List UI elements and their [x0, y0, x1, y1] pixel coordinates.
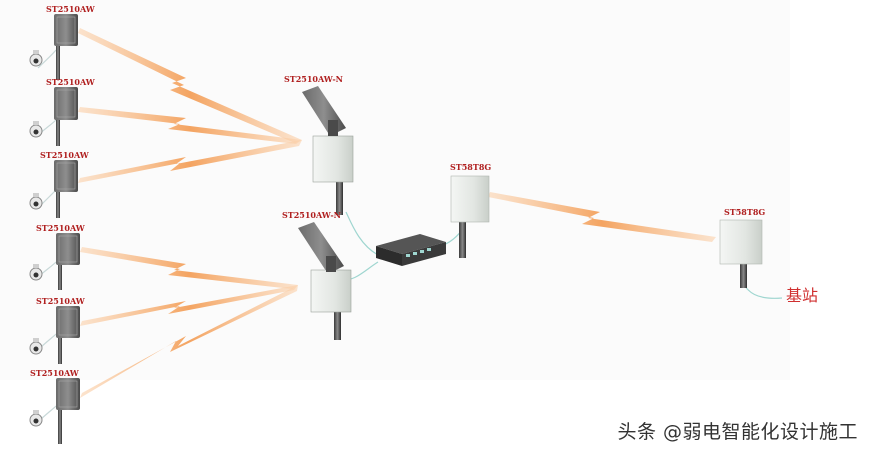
outdoor-antenna — [56, 233, 80, 265]
aggregator-label: ST2510AW-N — [284, 74, 343, 84]
wireless-beams — [78, 28, 716, 398]
client-label: ST2510AW — [36, 296, 86, 306]
wireless-link — [80, 285, 298, 398]
base-station-label: 基站 — [786, 286, 818, 305]
client-unit-4: ST2510AW — [29, 223, 86, 290]
pole — [459, 220, 466, 258]
bridge-near-unit: ST58T8G — [450, 162, 491, 258]
pole — [58, 262, 62, 290]
client-unit-3: ST2510AW — [29, 150, 90, 218]
client-unit-1: ST2510AW — [29, 4, 96, 80]
switch-device — [376, 234, 446, 266]
client-label: ST2510AW — [40, 150, 90, 160]
client-unit-2: ST2510AW — [29, 77, 96, 146]
outdoor-antenna — [54, 14, 78, 46]
client-label: ST2510AW — [46, 4, 96, 14]
aggregator-unit-2: ST2510AW-N — [282, 210, 352, 340]
bridge-far-unit: ST58T8G — [719, 207, 765, 288]
client-unit-6: ST2510AW — [29, 368, 80, 444]
wireless-link — [78, 140, 302, 183]
radio-unit — [312, 135, 354, 183]
pole — [334, 304, 341, 340]
radio-unit — [310, 269, 352, 313]
watermark: 头条 @弱电智能化设计施工 — [617, 421, 858, 443]
client-unit-5: ST2510AW — [29, 296, 86, 364]
outdoor-antenna — [56, 378, 80, 410]
wireless-link — [80, 285, 298, 326]
panel-antenna — [719, 219, 763, 265]
wireless-link — [488, 192, 716, 242]
wireless-link — [78, 28, 302, 143]
pole — [58, 408, 62, 444]
diagram-background — [0, 0, 790, 380]
outdoor-antenna — [54, 160, 78, 192]
pole — [56, 118, 60, 146]
wireless-link — [80, 247, 298, 289]
pole — [336, 175, 343, 215]
pole — [56, 190, 60, 218]
aggregator-unit-1: ST2510AW-N — [284, 74, 354, 215]
pole — [740, 262, 747, 288]
outdoor-antenna — [54, 87, 78, 120]
wireless-link — [78, 107, 302, 144]
bridge-far-label: ST58T8G — [724, 207, 765, 217]
bridge-near-label: ST58T8G — [450, 162, 491, 172]
pole — [58, 336, 62, 364]
panel-antenna — [450, 175, 490, 223]
outdoor-antenna — [56, 306, 80, 338]
client-label: ST2510AW — [46, 77, 96, 87]
client-label: ST2510AW — [36, 223, 86, 233]
pole — [56, 45, 60, 80]
aggregator-label: ST2510AW-N — [282, 210, 341, 220]
client-label: ST2510AW — [30, 368, 80, 378]
